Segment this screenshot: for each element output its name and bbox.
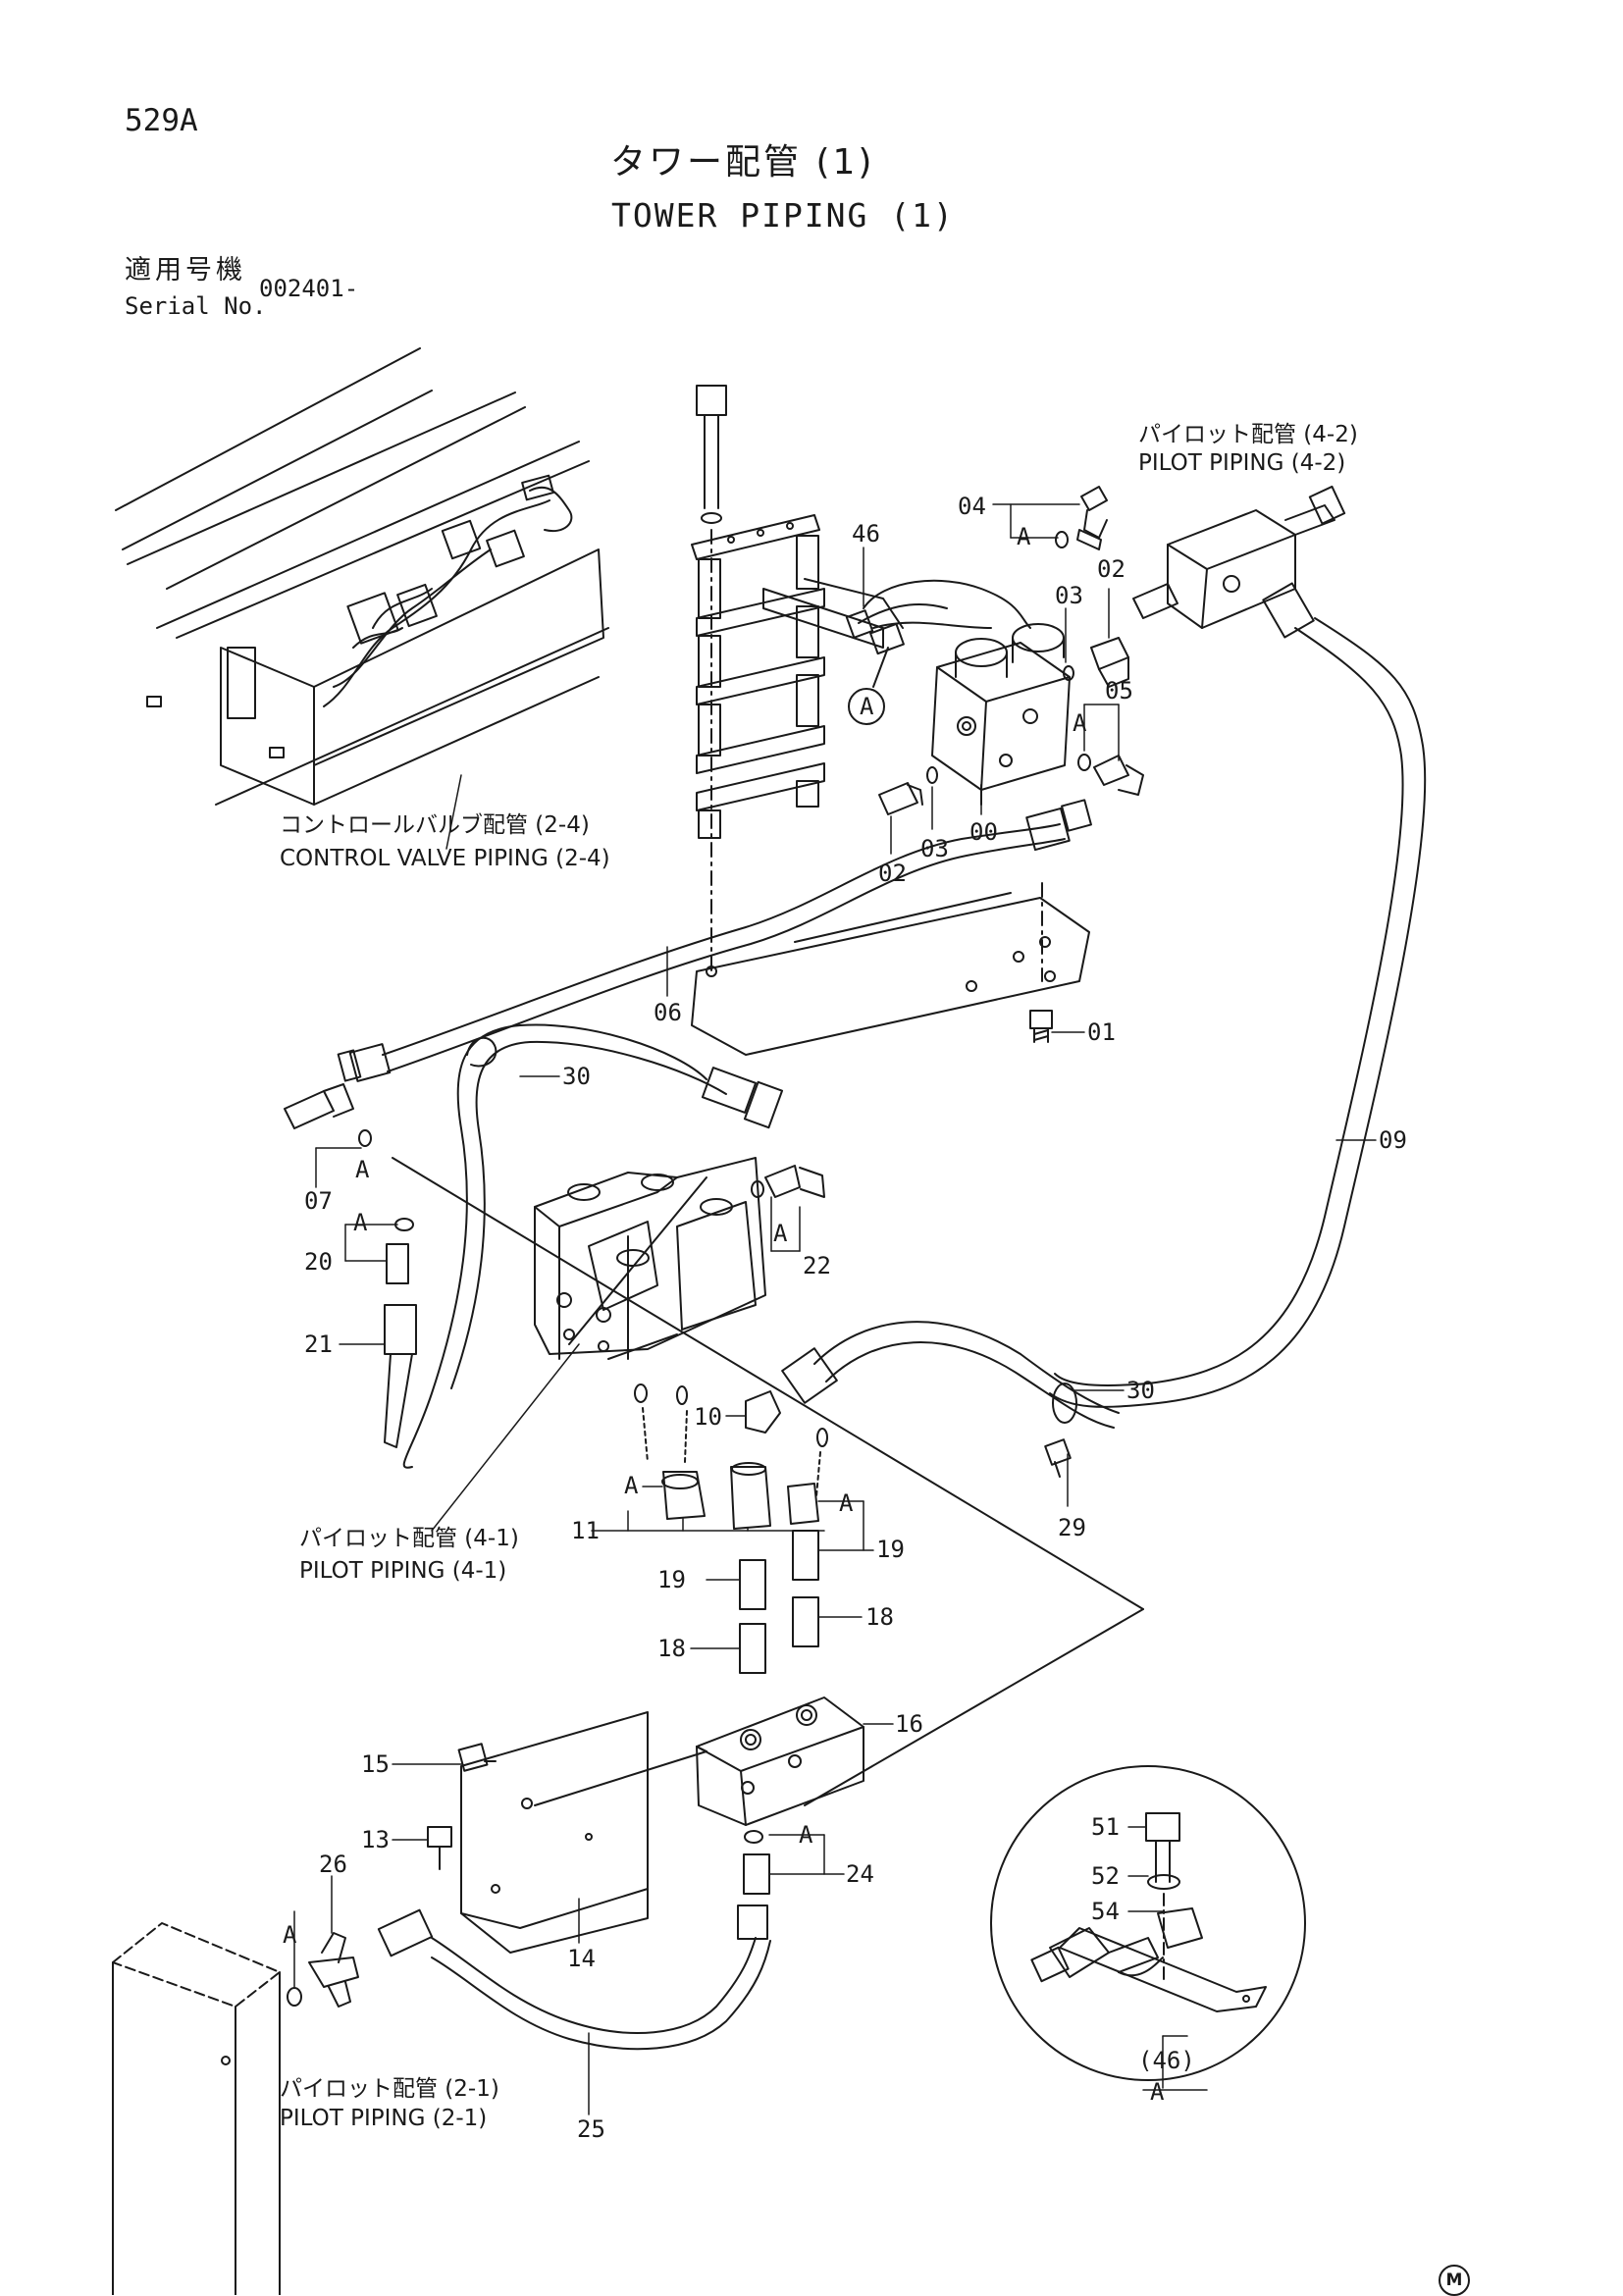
ref-pilot-2-1-jp: パイロット配管 (2-1): [280, 2076, 499, 2102]
hose-25-and-tee-26: [113, 1905, 770, 2295]
ref-pilot-4-1-jp: パイロット配管 (4-1): [299, 1526, 519, 1551]
hose-30-right: [782, 1322, 1119, 1477]
callout-01: 01: [1087, 1018, 1116, 1046]
callout-03-lower: 03: [920, 835, 949, 862]
callout-07: 07: [304, 1187, 333, 1215]
callout-46-detail: (46): [1138, 2047, 1195, 2074]
ref-control-valve-en: CONTROL VALVE PIPING (2-4): [280, 846, 610, 871]
callout-11: 11: [571, 1517, 600, 1544]
tower-bracket-stack: [692, 386, 1089, 1055]
callout-46: 46: [852, 520, 880, 548]
serial-label-jp: 適用号機: [125, 255, 246, 286]
callout-16: 16: [895, 1710, 923, 1738]
callout-15: 15: [361, 1750, 390, 1778]
callout-52: 52: [1091, 1862, 1120, 1890]
view-circle-a: A: [860, 693, 874, 720]
callout-13: 13: [361, 1826, 390, 1853]
callout-18-left: 18: [657, 1635, 686, 1662]
callout-05: 05: [1105, 677, 1133, 704]
ref-pilot-4-2-jp: パイロット配管 (4-2): [1138, 422, 1358, 447]
callout-03-upper: 03: [1055, 582, 1083, 609]
callout-29: 29: [1058, 1514, 1086, 1541]
callout-21: 21: [304, 1331, 333, 1358]
solenoid-valve-block-center: [393, 1158, 1143, 1805]
callout-22: 22: [803, 1252, 831, 1279]
callout-18-right: 18: [865, 1603, 894, 1631]
marker-a-04: A: [1017, 523, 1031, 550]
hose-09: [1050, 583, 1425, 1406]
detail-label-a: A: [1150, 2078, 1165, 2106]
callout-30-lower: 30: [1126, 1377, 1155, 1404]
callout-10: 10: [694, 1403, 722, 1431]
detail-view-a: [991, 1766, 1305, 2080]
callout-51: 51: [1091, 1813, 1120, 1841]
callout-19-right: 19: [876, 1536, 905, 1563]
marker-a-left-set: A: [624, 1472, 639, 1499]
ref-pilot-4-2-en: PILOT PIPING (4-2): [1138, 450, 1346, 476]
hose-06: [339, 800, 1091, 1081]
marker-a-right-set: A: [839, 1489, 854, 1517]
leader-lines: [294, 504, 1376, 2114]
page-title-en: TOWER PIPING (1): [611, 196, 955, 235]
callout-06: 06: [654, 999, 682, 1026]
marker-a-20: A: [353, 1209, 368, 1236]
callout-26: 26: [319, 1851, 347, 1878]
callout-19-left: 19: [657, 1566, 686, 1593]
callout-30-upper: 30: [562, 1063, 591, 1090]
callout-04: 04: [958, 493, 986, 520]
callout-02-upper: 02: [1097, 555, 1126, 583]
marker-a-26: A: [283, 1921, 297, 1949]
ref-pilot-4-1-en: PILOT PIPING (4-1): [299, 1558, 507, 1584]
callout-20: 20: [304, 1248, 333, 1276]
solenoid-valve-upper: [847, 581, 1070, 790]
callout-09: 09: [1379, 1126, 1407, 1154]
ref-control-valve-jp: コントロールバルブ配管 (2-4): [280, 812, 590, 838]
lower-fittings-stack: [428, 1384, 864, 1953]
marker-a-22: A: [773, 1220, 788, 1247]
control-valve-area-sketch: [116, 348, 608, 805]
page-title-jp: タワー配管 (1): [610, 142, 875, 183]
ref-pilot-2-1-en: PILOT PIPING (2-1): [280, 2106, 488, 2131]
callout-25: 25: [577, 2115, 605, 2143]
serial-label-en: Serial No.: [125, 292, 267, 320]
callout-02-lower: 02: [878, 860, 907, 887]
callout-00: 00: [969, 818, 998, 846]
pilot-valve-block-4-2: [1133, 487, 1344, 628]
serial-value: 002401-: [259, 275, 359, 302]
marker-a-24: A: [799, 1821, 813, 1849]
footer-mark: M: [1439, 2265, 1470, 2296]
marker-a-05: A: [1073, 709, 1087, 737]
callout-54: 54: [1091, 1898, 1120, 1925]
page-number: 529A: [125, 103, 198, 138]
callout-14: 14: [567, 1945, 596, 1972]
callout-24: 24: [846, 1860, 874, 1888]
marker-a-07: A: [355, 1156, 370, 1183]
hose-30-loop: [285, 1024, 824, 1467]
